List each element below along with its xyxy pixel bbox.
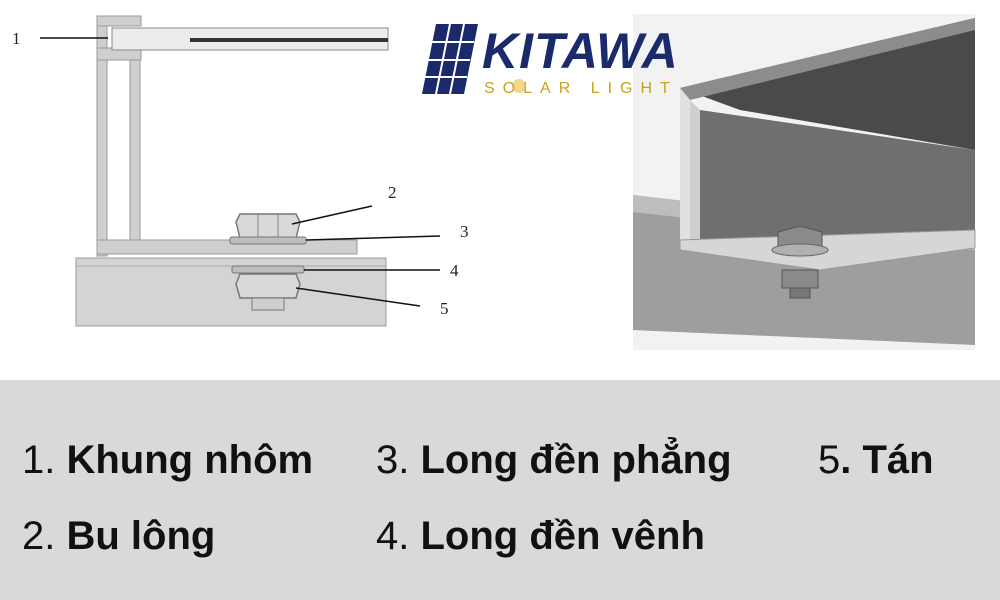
callout-5: 5 [440,299,449,318]
legend-panel: 1. Khung nhôm 2. Bu lông 3. Long đền phẳ… [0,380,1000,600]
legend-item-spring-washer: 4. Long đền vênh [376,514,705,558]
cross-section-drawing: 1 2 3 4 5 [12,15,469,327]
callout-1: 1 [12,29,21,48]
nut [235,273,301,299]
mounting-rail [75,257,387,327]
legend-item-aluminum-frame: 1. Khung nhôm [22,438,314,482]
nut-3d [781,269,819,289]
legend-item-nut: 5. Tán [818,438,934,482]
callout-4: 4 [450,261,459,280]
frame-flange [96,239,358,255]
sun-icon [512,79,526,93]
brand-name: KITAWA [482,23,679,79]
frame-inner-wall [129,59,141,247]
solar-panel-logo-icon [422,23,478,95]
frame-3d-render [633,14,976,350]
brand-tagline: SOLAR LIGHT [484,80,678,97]
spring-washer [231,265,305,274]
brand-logo: KITAWA SOLAR LIGHT [420,20,690,100]
callout-2: 2 [388,183,397,202]
panel-cell-layer [190,38,388,42]
legend-item-bolt: 2. Bu lông [22,514,216,558]
frame-channel-3d [700,110,975,250]
legend-item-flat-washer: 3. Long đền phẳng [376,438,732,482]
diagram-svg: 1 2 3 4 5 [12,14,976,350]
bolt-head [235,213,301,239]
panel-surface-3d [680,18,975,150]
bolt-thread-end [251,297,285,311]
flat-washer [229,236,307,245]
callout-3: 3 [460,222,469,241]
